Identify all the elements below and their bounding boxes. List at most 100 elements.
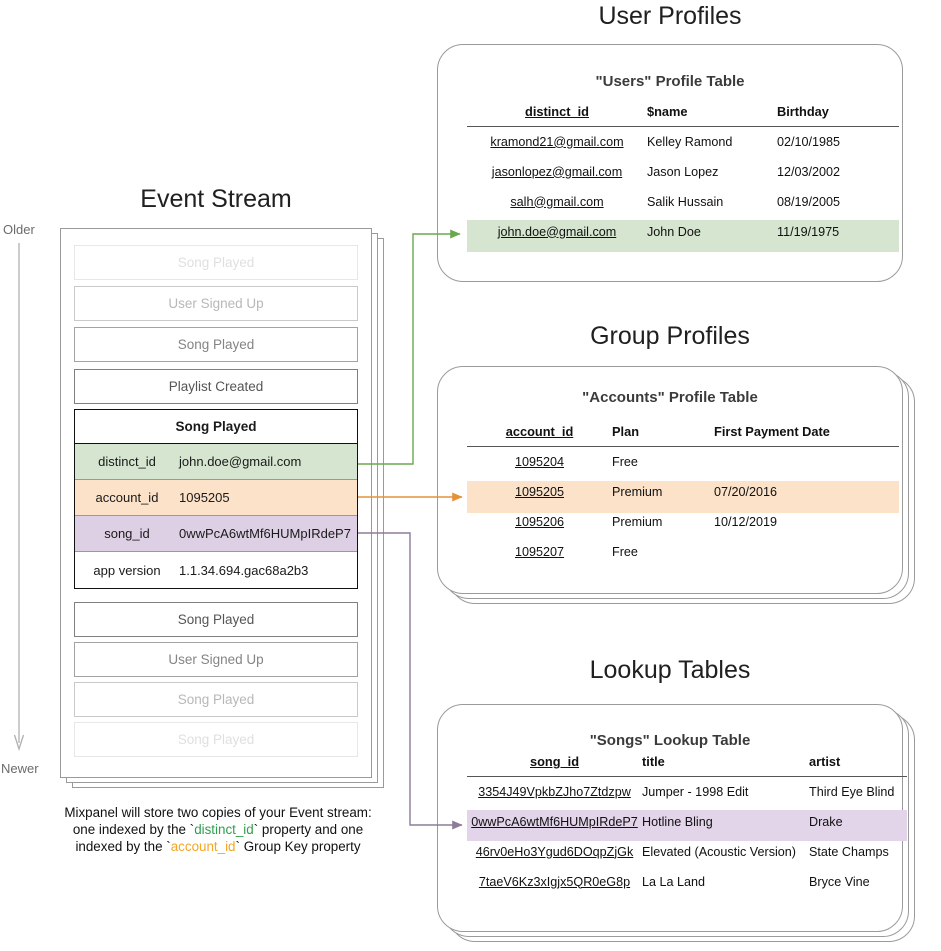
property-key: account_id (95, 490, 159, 505)
property-value: 0wwPcA6wtMf6HUMpIRdeP7 (179, 526, 351, 541)
column-header-distinct-id: distinct_id (525, 104, 589, 119)
event-property-song-id[interactable]: song_id 0wwPcA6wtMf6HUMpIRdeP7 (75, 516, 357, 552)
table-row[interactable]: 1095204 Free (467, 447, 899, 477)
cell-first-payment-date (714, 537, 899, 567)
accounts-highlighted-row-band (467, 481, 899, 513)
event-item[interactable]: User Signed Up (74, 286, 358, 321)
songs-table-title: "Songs" Lookup Table (589, 732, 751, 749)
cell-first-payment-date: 07/20/2016 (714, 484, 778, 499)
table-row-highlighted[interactable]: 0wwPcA6wtMf6HUMpIRdeP7 Hotline Bling Dra… (467, 807, 907, 837)
table-header-row: song_id title artist (467, 754, 907, 777)
table-header-row: distinct_id $name Birthday (467, 104, 899, 127)
cell-song-id: 46rv0eHo3Ygud6DOqpZjGk (475, 844, 634, 859)
table-header-row: account_id Plan First Payment Date (467, 424, 899, 447)
event-item[interactable]: Song Played (74, 245, 358, 280)
caption-line-2a: one indexed by the ` (72, 822, 195, 837)
event-item[interactable]: Song Played (74, 327, 358, 362)
cell-name: Salik Hussain (647, 194, 724, 209)
cell-artist: Third Eye Blind (809, 784, 895, 799)
table-row[interactable]: 1095207 Free (467, 537, 899, 567)
accounts-profile-table: account_id Plan First Payment Date 10952… (467, 424, 899, 567)
column-header-birthday: Birthday (777, 104, 829, 119)
event-property-distinct-id[interactable]: distinct_id john.doe@gmail.com (75, 444, 357, 480)
column-header-first-payment-date: First Payment Date (714, 424, 830, 439)
cell-first-payment-date (714, 447, 899, 477)
cell-account-id: 1095204 (514, 454, 565, 469)
table-row[interactable]: 1095206 Premium 10/12/2019 (467, 507, 899, 537)
cell-name: Jason Lopez (647, 164, 719, 179)
property-value: 1.1.34.694.gac68a2b3 (179, 562, 309, 578)
cell-plan: Premium (612, 514, 663, 529)
event-item[interactable]: User Signed Up (74, 642, 358, 677)
caption-account-id-token: account_id (170, 839, 236, 854)
time-direction-arrow-icon (13, 243, 25, 752)
event-item[interactable]: Song Played (74, 722, 358, 757)
newer-label: Newer (1, 761, 39, 776)
caption-distinct-id-token: distinct_id (194, 822, 254, 837)
accounts-table-title: "Accounts" Profile Table (582, 389, 758, 406)
table-row[interactable]: 46rv0eHo3Ygud6DOqpZjGk Elevated (Acousti… (467, 837, 907, 867)
table-row[interactable]: kramond21@gmail.com Kelley Ramond 02/10/… (467, 127, 899, 157)
column-header-title: title (642, 754, 665, 769)
group-profiles-title: Group Profiles (590, 322, 750, 350)
users-highlighted-row-band (467, 220, 899, 252)
cell-artist: Bryce Vine (809, 874, 870, 889)
table-row[interactable]: salh@gmail.com Salik Hussain 08/19/2005 (467, 187, 899, 217)
cell-distinct-id: salh@gmail.com (510, 194, 604, 209)
cell-plan: Free (612, 544, 638, 559)
table-row-highlighted[interactable]: john.doe@gmail.com John Doe 11/19/1975 (467, 217, 899, 247)
focused-event-name: Song Played (75, 410, 357, 444)
cell-title: Jumper - 1998 Edit (642, 784, 749, 799)
event-item[interactable]: Song Played (74, 682, 358, 717)
cell-title: Elevated (Acoustic Version) (642, 844, 796, 859)
cell-name: John Doe (647, 224, 701, 239)
caption-line-1: Mixpanel will store two copies of your E… (64, 805, 372, 820)
cell-account-id: 1095206 (514, 514, 565, 529)
column-header-song-id: song_id (529, 754, 580, 769)
lookup-tables-title: Lookup Tables (589, 656, 751, 684)
event-property-app-version[interactable]: app version 1.1.34.694.gac68a2b3 (75, 552, 357, 588)
column-header-name: $name (647, 104, 688, 119)
cell-birthday: 11/19/1975 (777, 224, 840, 239)
cell-title: Hotline Bling (642, 814, 713, 829)
property-value: john.doe@gmail.com (179, 454, 302, 469)
caption-line-3a: indexed by the ` (75, 839, 171, 854)
songs-lookup-table: song_id title artist 3354J49VpkbZJho7Ztd… (467, 754, 907, 897)
cell-plan: Free (612, 454, 638, 469)
cell-song-id: 3354J49VpkbZJho7Ztdzpw (478, 784, 631, 799)
songs-highlighted-row-band (467, 810, 907, 841)
cell-song-id: 7taeV6Kz3xIgjx5QR0eG8p (478, 874, 631, 889)
cell-artist: State Champs (809, 844, 889, 859)
event-property-account-id[interactable]: account_id 1095205 (75, 480, 357, 516)
user-profiles-title: User Profiles (598, 2, 742, 30)
cell-song-id: 0wwPcA6wtMf6HUMpIRdeP7 (471, 814, 638, 829)
event-stream-title: Event Stream (140, 185, 292, 213)
cell-account-id: 1095207 (514, 544, 565, 559)
focused-event-card[interactable]: Song Played distinct_id john.doe@gmail.c… (74, 409, 358, 589)
event-item[interactable]: Playlist Created (74, 369, 358, 404)
table-row-highlighted[interactable]: 1095205 Premium 07/20/2016 (467, 477, 899, 507)
caption-line-3b: ` Group Key property (235, 839, 361, 854)
older-label: Older (3, 222, 35, 237)
caption-text: Mixpanel will store two copies of your E… (38, 804, 398, 855)
cell-birthday: 08/19/2005 (777, 194, 841, 209)
cell-birthday: 02/10/1985 (777, 134, 841, 149)
cell-name: Kelley Ramond (647, 134, 733, 149)
column-header-artist: artist (809, 754, 841, 769)
accounts-profile-card (437, 366, 903, 594)
table-row[interactable]: 7taeV6Kz3xIgjx5QR0eG8p La La Land Bryce … (467, 867, 907, 897)
cell-first-payment-date: 10/12/2019 (714, 514, 778, 529)
property-value: 1095205 (179, 490, 230, 505)
caption-line-2b: ` property and one (253, 822, 364, 837)
table-row[interactable]: jasonlopez@gmail.com Jason Lopez 12/03/2… (467, 157, 899, 187)
cell-birthday: 12/03/2002 (777, 164, 841, 179)
cell-distinct-id: jasonlopez@gmail.com (491, 164, 623, 179)
event-item[interactable]: Song Played (74, 602, 358, 637)
cell-distinct-id: kramond21@gmail.com (490, 134, 624, 149)
table-row[interactable]: 3354J49VpkbZJho7Ztdzpw Jumper - 1998 Edi… (467, 777, 907, 807)
property-key: app version (93, 562, 161, 578)
column-header-account-id: account_id (505, 424, 574, 439)
cell-plan: Premium (612, 484, 663, 499)
cell-account-id: 1095205 (514, 484, 565, 499)
users-profile-table: distinct_id $name Birthday kramond21@gma… (467, 104, 899, 247)
